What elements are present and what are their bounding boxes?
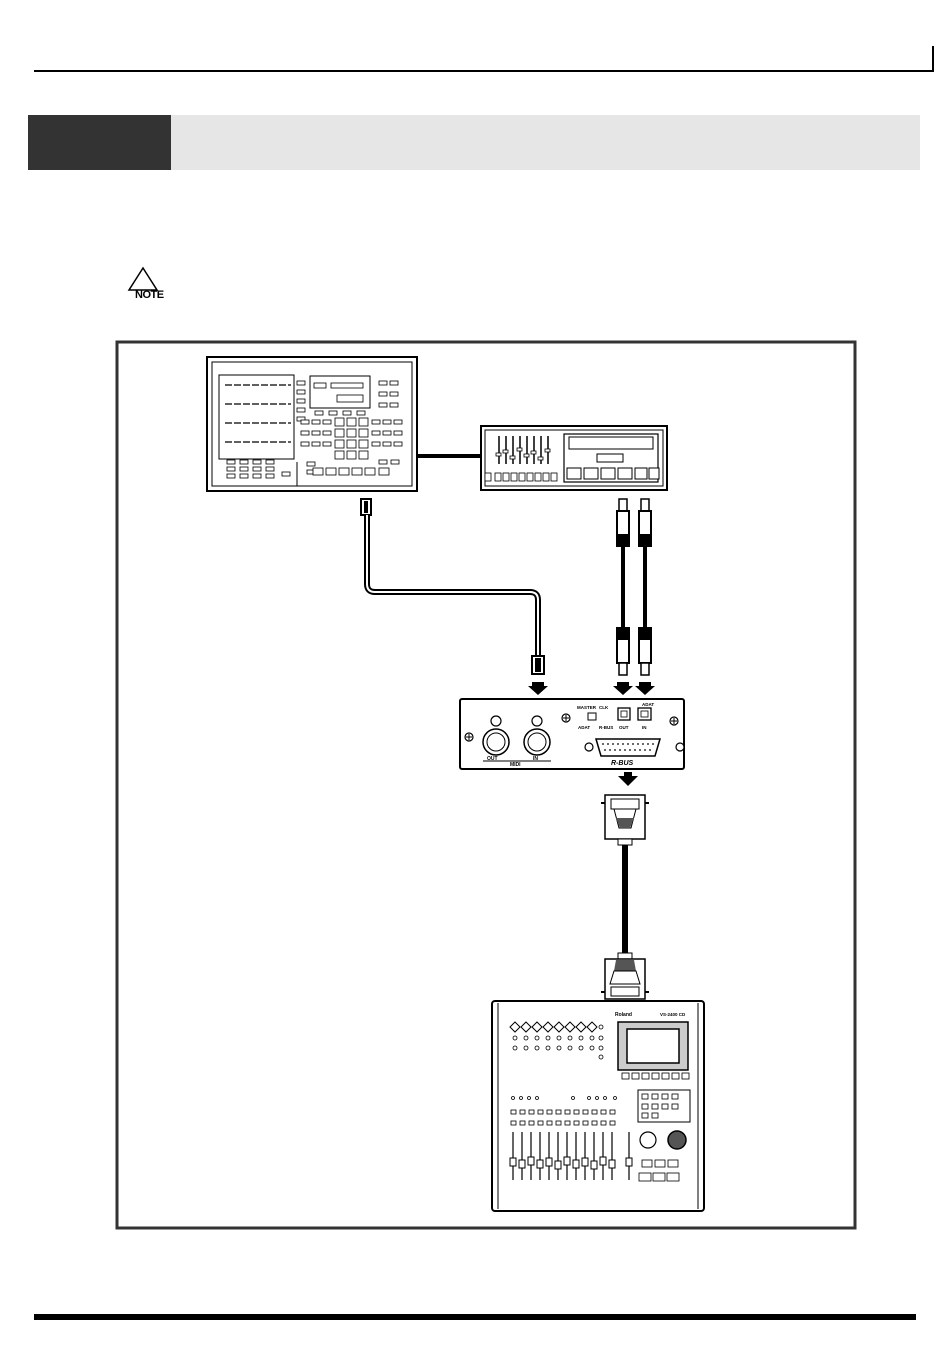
section-header-tab: [28, 115, 171, 170]
vs2400cd-mixer: Roland VS-2400 CD: [492, 1001, 704, 1211]
note-label: NOTE: [135, 289, 164, 301]
midi-label: MIDI: [510, 762, 521, 768]
midi-controller-device: [207, 357, 417, 491]
midi-in-label: IN: [533, 756, 538, 762]
section-header-bar: [28, 115, 920, 170]
optical-out-label: OUT: [619, 725, 629, 730]
rbus-port[interactable]: [596, 739, 660, 756]
header-rule-tick: [932, 46, 934, 72]
optical-in-label: IN: [642, 725, 647, 730]
connection-diagram: OUT MIDI IN MASTER CLK ADAT R-BUS ADAT O…: [115, 340, 857, 1230]
clock-switch[interactable]: [588, 713, 596, 720]
adat-port-header: ADAT: [642, 702, 654, 707]
clk-label: CLK: [599, 705, 609, 710]
adat-recorder-device: [481, 426, 667, 490]
note-icon: NOTE: [118, 266, 168, 302]
master-label: MASTER: [577, 705, 597, 710]
rbus-interface-box: OUT MIDI IN MASTER CLK ADAT R-BUS ADAT O…: [460, 699, 684, 769]
rbus-clock-label: R-BUS: [599, 725, 613, 730]
header-rule: [34, 70, 934, 72]
mixer-model: VS-2400 CD: [660, 1012, 686, 1017]
adat-clock-label: ADAT: [578, 725, 590, 730]
mixer-brand: Roland: [615, 1012, 632, 1018]
rbus-logo: R-BUS: [611, 760, 633, 767]
footer-rule: [34, 1314, 916, 1320]
midi-out-label: OUT: [487, 756, 498, 762]
